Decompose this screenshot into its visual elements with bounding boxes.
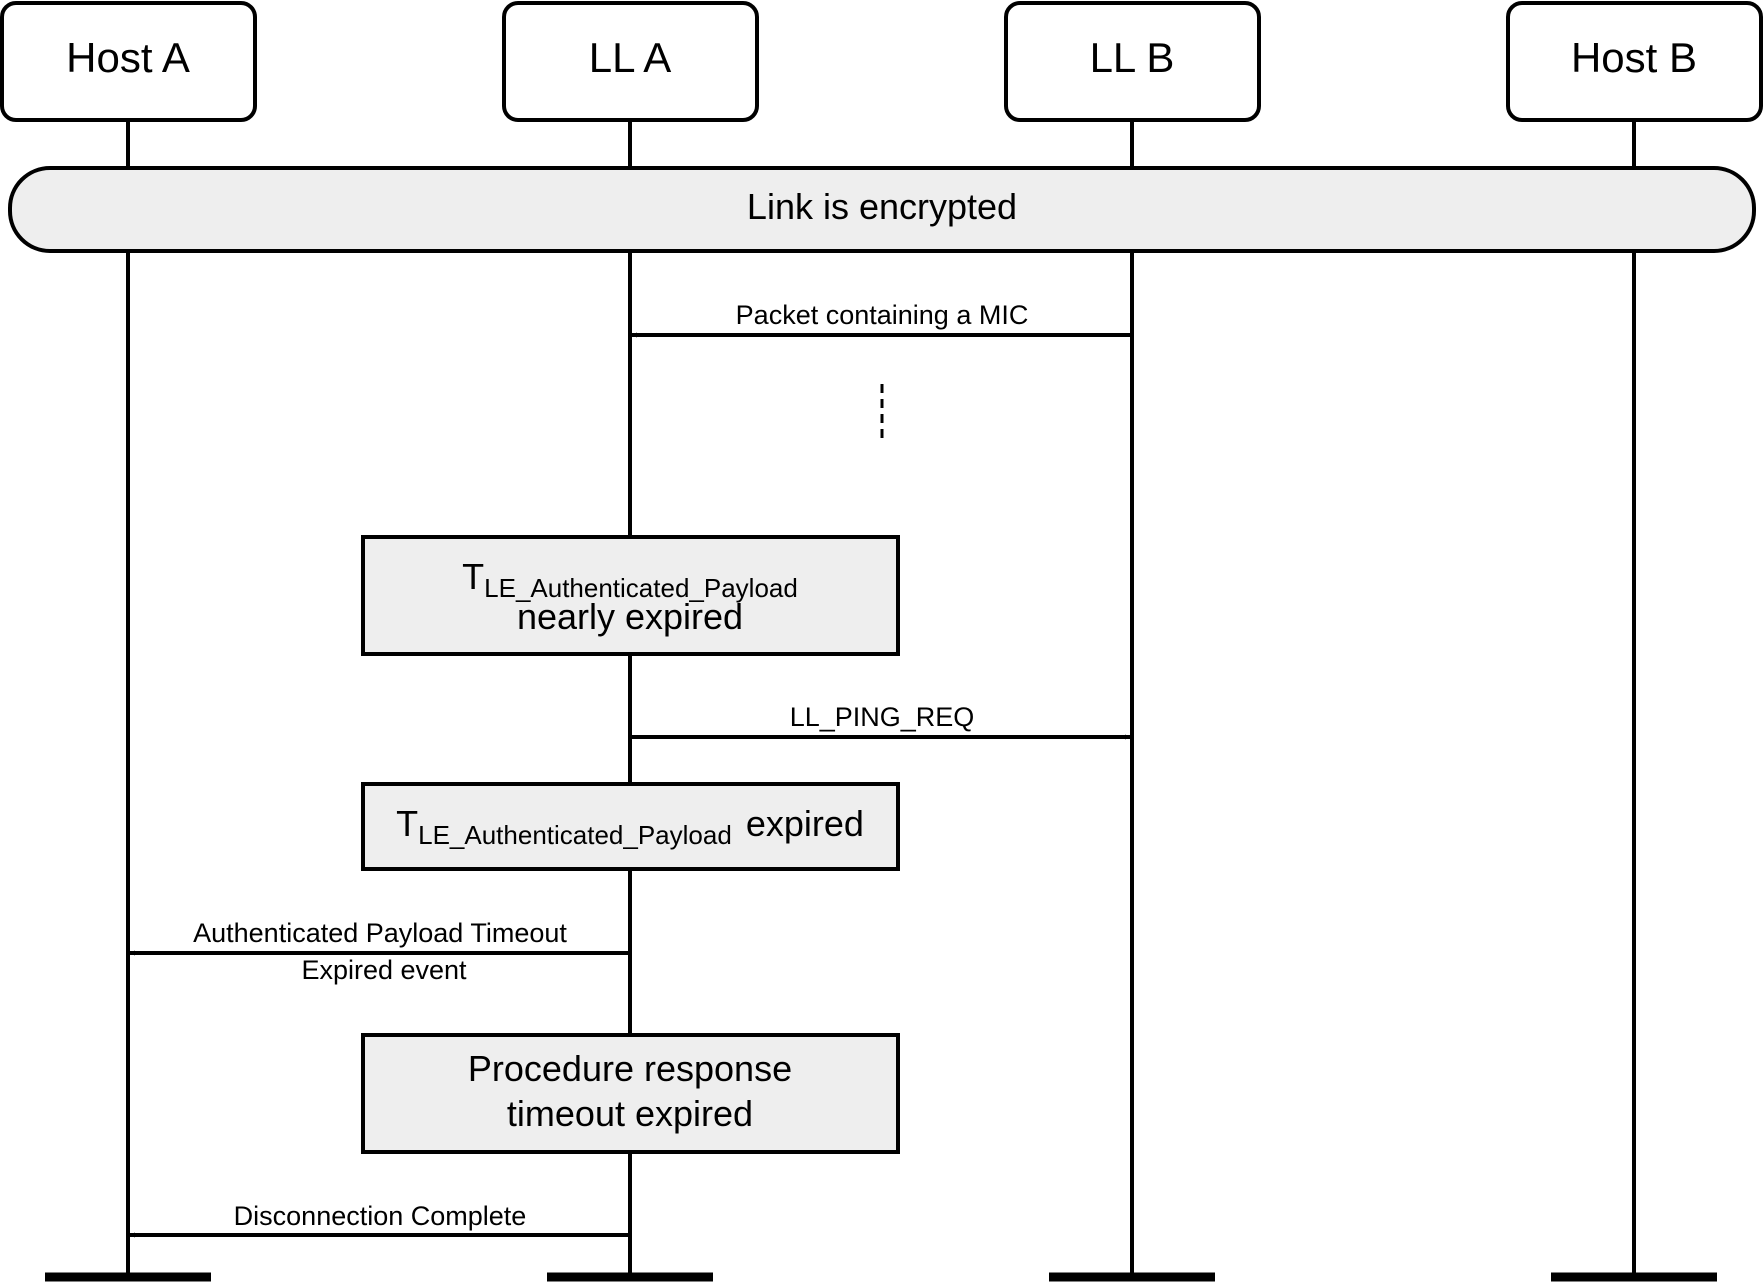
lifeline-host-b-label: Host B xyxy=(1571,34,1697,81)
timer-subscript: LE_Authenticated_Payload xyxy=(418,820,732,850)
state-box-procedure-timeout: Procedure response timeout expired xyxy=(361,1033,900,1154)
timer-symbol: T xyxy=(462,556,484,597)
message-ping-req-label: LL_PING_REQ xyxy=(790,702,975,732)
lifeline-ll-a-label: LL A xyxy=(589,34,672,81)
timer-expired-suffix: expired xyxy=(746,803,864,844)
lifeline-host-b: Host B xyxy=(1506,1,1763,122)
state-box-nearly-expired: TLE_Authenticated_Payload nearly expired xyxy=(361,535,900,656)
lifeline-ll-b: LL B xyxy=(1004,1,1261,122)
encrypted-banner: Link is encrypted xyxy=(8,166,1756,253)
state-box-procedure-timeout-line2: timeout expired xyxy=(507,1093,753,1134)
message-auth-timeout: Authenticated Payload Timeout Expired ev… xyxy=(130,918,630,985)
message-auth-timeout-label-line2: Expired event xyxy=(301,955,467,985)
message-ping-req: LL_PING_REQ xyxy=(630,702,1130,740)
lifeline-ll-a: LL A xyxy=(502,1,759,122)
state-box-procedure-timeout-line1: Procedure response xyxy=(468,1048,792,1089)
timer-symbol: T xyxy=(396,803,418,844)
lifeline-ll-b-label: LL B xyxy=(1090,34,1175,81)
state-box-expired: TLE_Authenticated_Payload expired xyxy=(361,782,900,871)
state-box-nearly-expired-line1: TLE_Authenticated_Payload xyxy=(462,556,798,603)
lifeline-headers: Host A LL A LL B Host B xyxy=(0,1,1763,122)
message-disconnection: Disconnection Complete xyxy=(130,1201,630,1238)
lifeline-host-a: Host A xyxy=(0,1,257,122)
timer-subscript: LE_Authenticated_Payload xyxy=(484,573,798,603)
message-packet-mic-label: Packet containing a MIC xyxy=(736,300,1029,330)
message-disconnection-label: Disconnection Complete xyxy=(234,1201,527,1231)
message-packet-mic: Packet containing a MIC xyxy=(632,300,1132,338)
state-box-expired-label: TLE_Authenticated_Payload expired xyxy=(396,803,864,850)
lifeline-host-a-label: Host A xyxy=(66,34,190,81)
encrypted-banner-label: Link is encrypted xyxy=(747,186,1017,227)
message-auth-timeout-label-line1: Authenticated Payload Timeout xyxy=(193,918,567,948)
state-box-nearly-expired-line2: nearly expired xyxy=(517,596,743,637)
